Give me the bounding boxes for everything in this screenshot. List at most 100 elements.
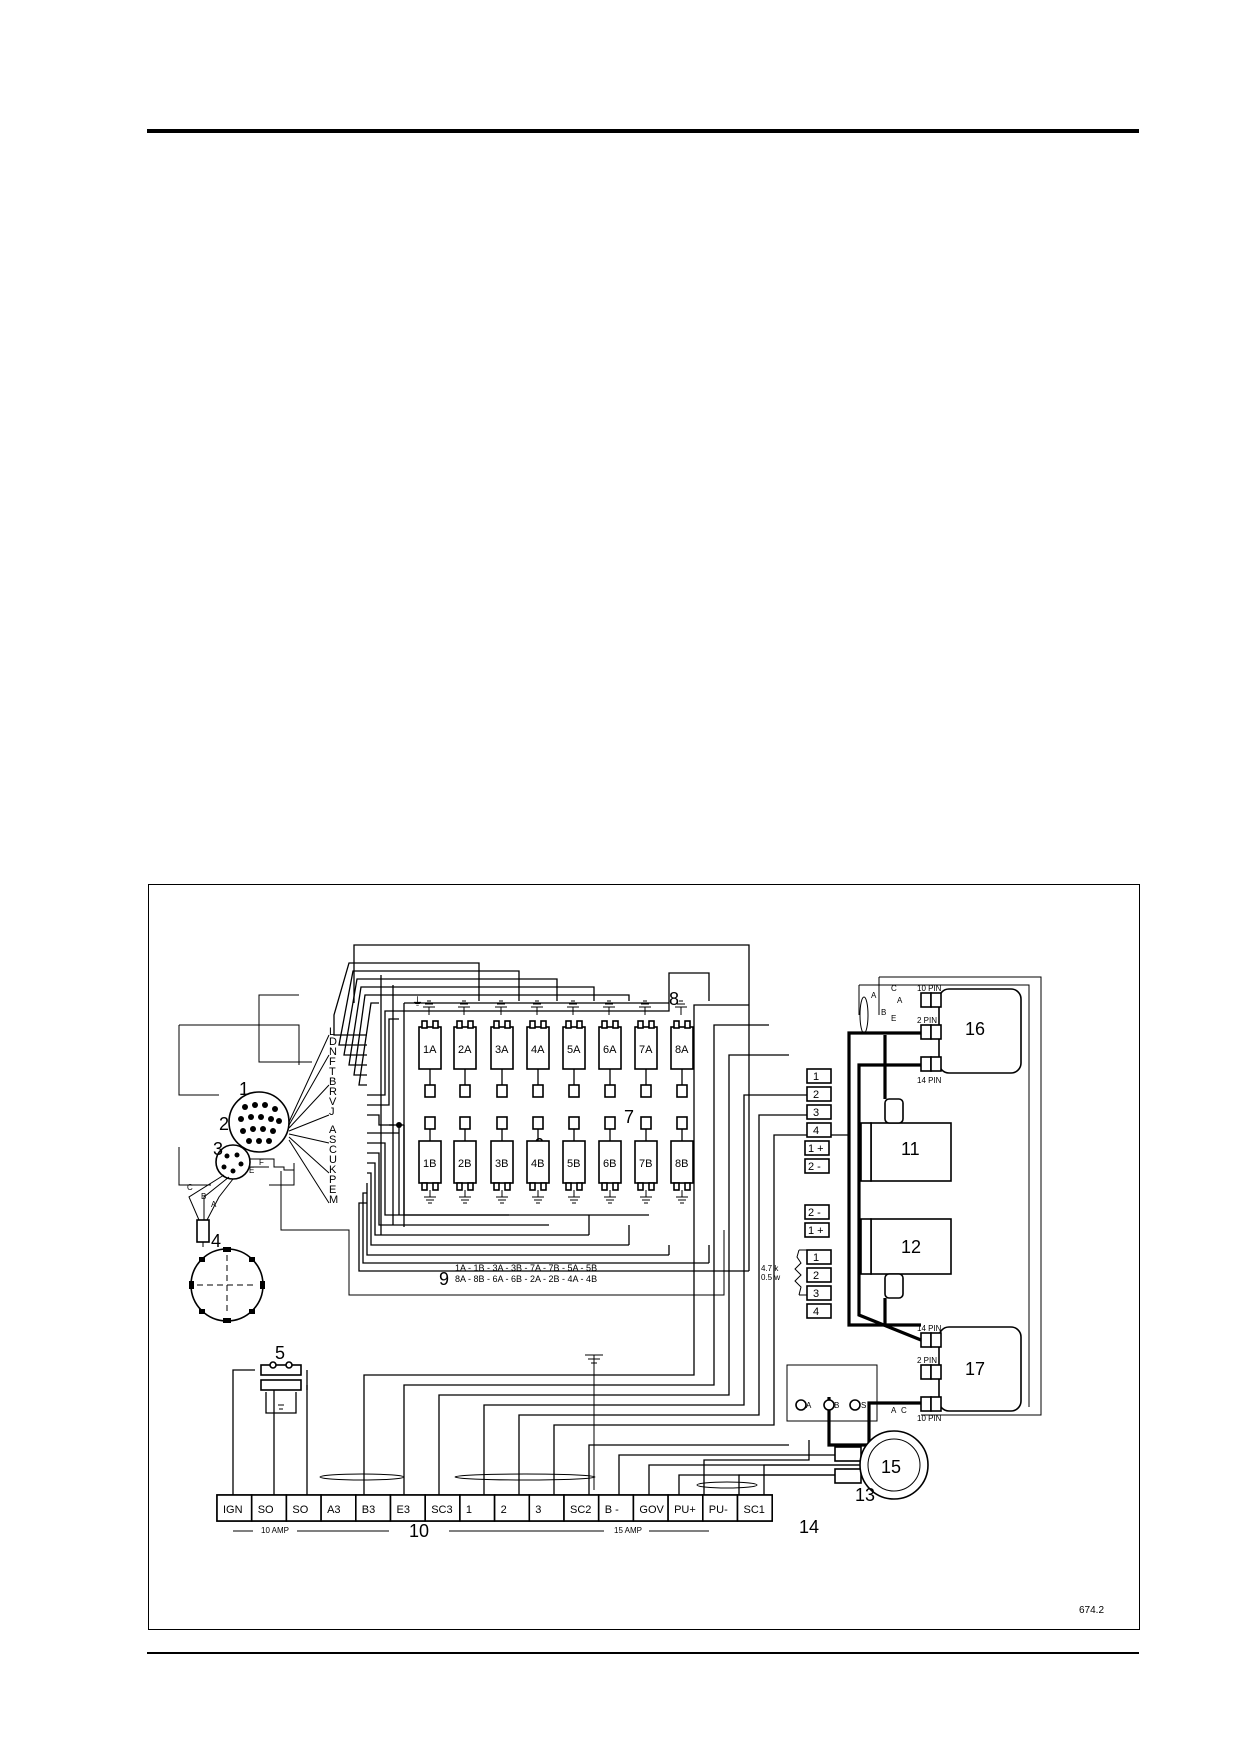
gear-15	[859, 1430, 929, 1500]
header-rule	[147, 129, 1139, 133]
terminal-label: PU+	[674, 1504, 696, 1516]
terminal-label: PU-	[709, 1504, 728, 1516]
cable-letter: C	[891, 984, 897, 993]
fuse-label-left: 10 AMP	[261, 1526, 289, 1535]
injector-label: 7B	[639, 1158, 652, 1170]
callout-12: 12	[901, 1237, 921, 1257]
terminal-label: 2	[501, 1504, 507, 1516]
relay-terminal-label: 2 -	[808, 1161, 821, 1173]
terminal-14: PU+	[667, 1494, 704, 1522]
relay-terminals: 1 2 3 4 1 + 2 - 2 - 1 + 1 2 3 4	[804, 1068, 832, 1319]
plug3-letter: B	[201, 1192, 206, 1201]
controller-16: 10 PIN 2 PIN 14 PIN	[917, 984, 1022, 1085]
harness-letter: R	[329, 1086, 337, 1098]
terminal-label: SO	[292, 1504, 308, 1516]
terminal-5: B3	[355, 1494, 392, 1522]
callout-11: 11	[901, 1139, 920, 1159]
harness-letter: M	[329, 1194, 338, 1206]
terminal-15: PU-	[701, 1494, 739, 1522]
diagram-frame: ⏚ L D N F T B R V J A S C U K P E M	[148, 884, 1140, 1630]
callout-7: 7	[624, 1107, 634, 1127]
injector-a-4: 4A	[526, 1000, 550, 1098]
injector-a-8: 8A	[670, 1000, 694, 1098]
cable-letter: A	[897, 996, 903, 1005]
resistor-rating: 0.5 w	[761, 1273, 780, 1282]
relay-terminal-label: 1	[813, 1252, 819, 1264]
callout-4: 4	[211, 1231, 221, 1251]
resistor-value: 4.7 k	[761, 1264, 779, 1273]
terminal-label: A3	[327, 1504, 340, 1516]
harness-letter-labels: L D N F T B R V J A S C U K P E M	[329, 1026, 338, 1206]
injector-label: 8A	[675, 1044, 689, 1056]
injector-bus	[403, 1002, 669, 1227]
cable-letter: B	[881, 1008, 886, 1017]
cable-letter: E	[891, 1014, 896, 1023]
firing-order-line-1: 1A - 1B - 3A - 3B - 7A - 7B - 5A - 5B	[455, 1263, 597, 1273]
relay-terminal-label: 1 +	[808, 1143, 824, 1155]
plug3-letter: F	[259, 1158, 264, 1167]
terminal-label: B -	[605, 1504, 619, 1516]
injector-a-7: 7A	[634, 1000, 658, 1098]
footer-rule	[147, 1652, 1139, 1654]
relay-terminal-label: 1	[813, 1071, 819, 1083]
injector-label: 3B	[495, 1158, 508, 1170]
firing-order-line-2: 8A - 8B - 6A - 6B - 2A - 2B - 4A - 4B	[455, 1274, 597, 1284]
injector-label: 6A	[603, 1044, 617, 1056]
terminal-label: GOV +	[639, 1504, 673, 1516]
callout-15: 15	[881, 1457, 901, 1477]
harness-letter: P	[329, 1174, 336, 1186]
harness-letter: E	[329, 1184, 336, 1196]
terminal-label: B3	[362, 1504, 375, 1516]
callout-13: 13	[855, 1485, 875, 1505]
callout-2: 2	[219, 1114, 229, 1134]
injector-label: 8B	[675, 1158, 688, 1170]
injector-label: 6B	[603, 1158, 616, 1170]
harness-letter: U	[329, 1154, 337, 1166]
injector-a-6: 6A	[598, 1000, 622, 1098]
harness-wires	[333, 944, 750, 1272]
pin-label: 10 PIN	[917, 984, 942, 993]
sensor-letter: A	[806, 1401, 812, 1410]
injector-label: 5A	[567, 1044, 581, 1056]
wiring-diagram: ⏚ L D N F T B R V J A S C U K P E M	[178, 944, 1104, 1616]
sensor-abs: A B S	[786, 1364, 878, 1422]
terminal-9: 2	[493, 1494, 531, 1522]
terminal-1: IGN	[216, 1494, 253, 1522]
terminal-8: 1	[459, 1494, 496, 1522]
injector-a-3: 3A	[490, 1000, 514, 1098]
callout-8: 8	[669, 989, 679, 1009]
harness-letter: B	[329, 1076, 336, 1088]
plug3-letter: A	[211, 1200, 217, 1209]
harness-letter: C	[329, 1144, 337, 1156]
speed-sensor-4	[189, 1219, 265, 1323]
terminal-label: SC1	[744, 1504, 765, 1516]
callout-16: 16	[965, 1019, 985, 1039]
pin-label: 2 PIN	[917, 1016, 937, 1025]
controller-17: 14 PIN 2 PIN 10 PIN	[917, 1324, 1022, 1423]
cable-letter: A	[891, 1406, 897, 1415]
sensor-letter: B	[834, 1401, 839, 1410]
harness-letter: J	[329, 1106, 335, 1118]
callout-14: 14	[799, 1517, 819, 1537]
relay-terminal-label: 3	[813, 1107, 819, 1119]
terminal-11: SC2	[563, 1494, 600, 1522]
injector-row-a: ⏚	[412, 995, 423, 1008]
injector-b-4: 4B	[526, 1116, 550, 1204]
injector-b-7: 7B	[634, 1116, 658, 1204]
svg-text:⏚: ⏚	[412, 995, 423, 1008]
relay-terminal-label: 3	[813, 1288, 819, 1300]
terminal-6: E3	[389, 1494, 427, 1522]
callout-9: 9	[439, 1269, 449, 1289]
terminal-12: B -	[597, 1494, 635, 1522]
relay-terminal-label: 2	[813, 1089, 819, 1101]
harness-letter: L	[329, 1026, 335, 1038]
resistor: 4.7 k 0.5 w	[761, 1249, 807, 1296]
injector-label: 2B	[458, 1158, 471, 1170]
injector-label: 4A	[531, 1044, 545, 1056]
harness-letter: A	[329, 1124, 337, 1136]
injector-b-2: 2B	[453, 1116, 477, 1204]
module-11	[860, 1098, 952, 1182]
fuse-labels: 10 AMP 15 AMP	[233, 1526, 709, 1535]
